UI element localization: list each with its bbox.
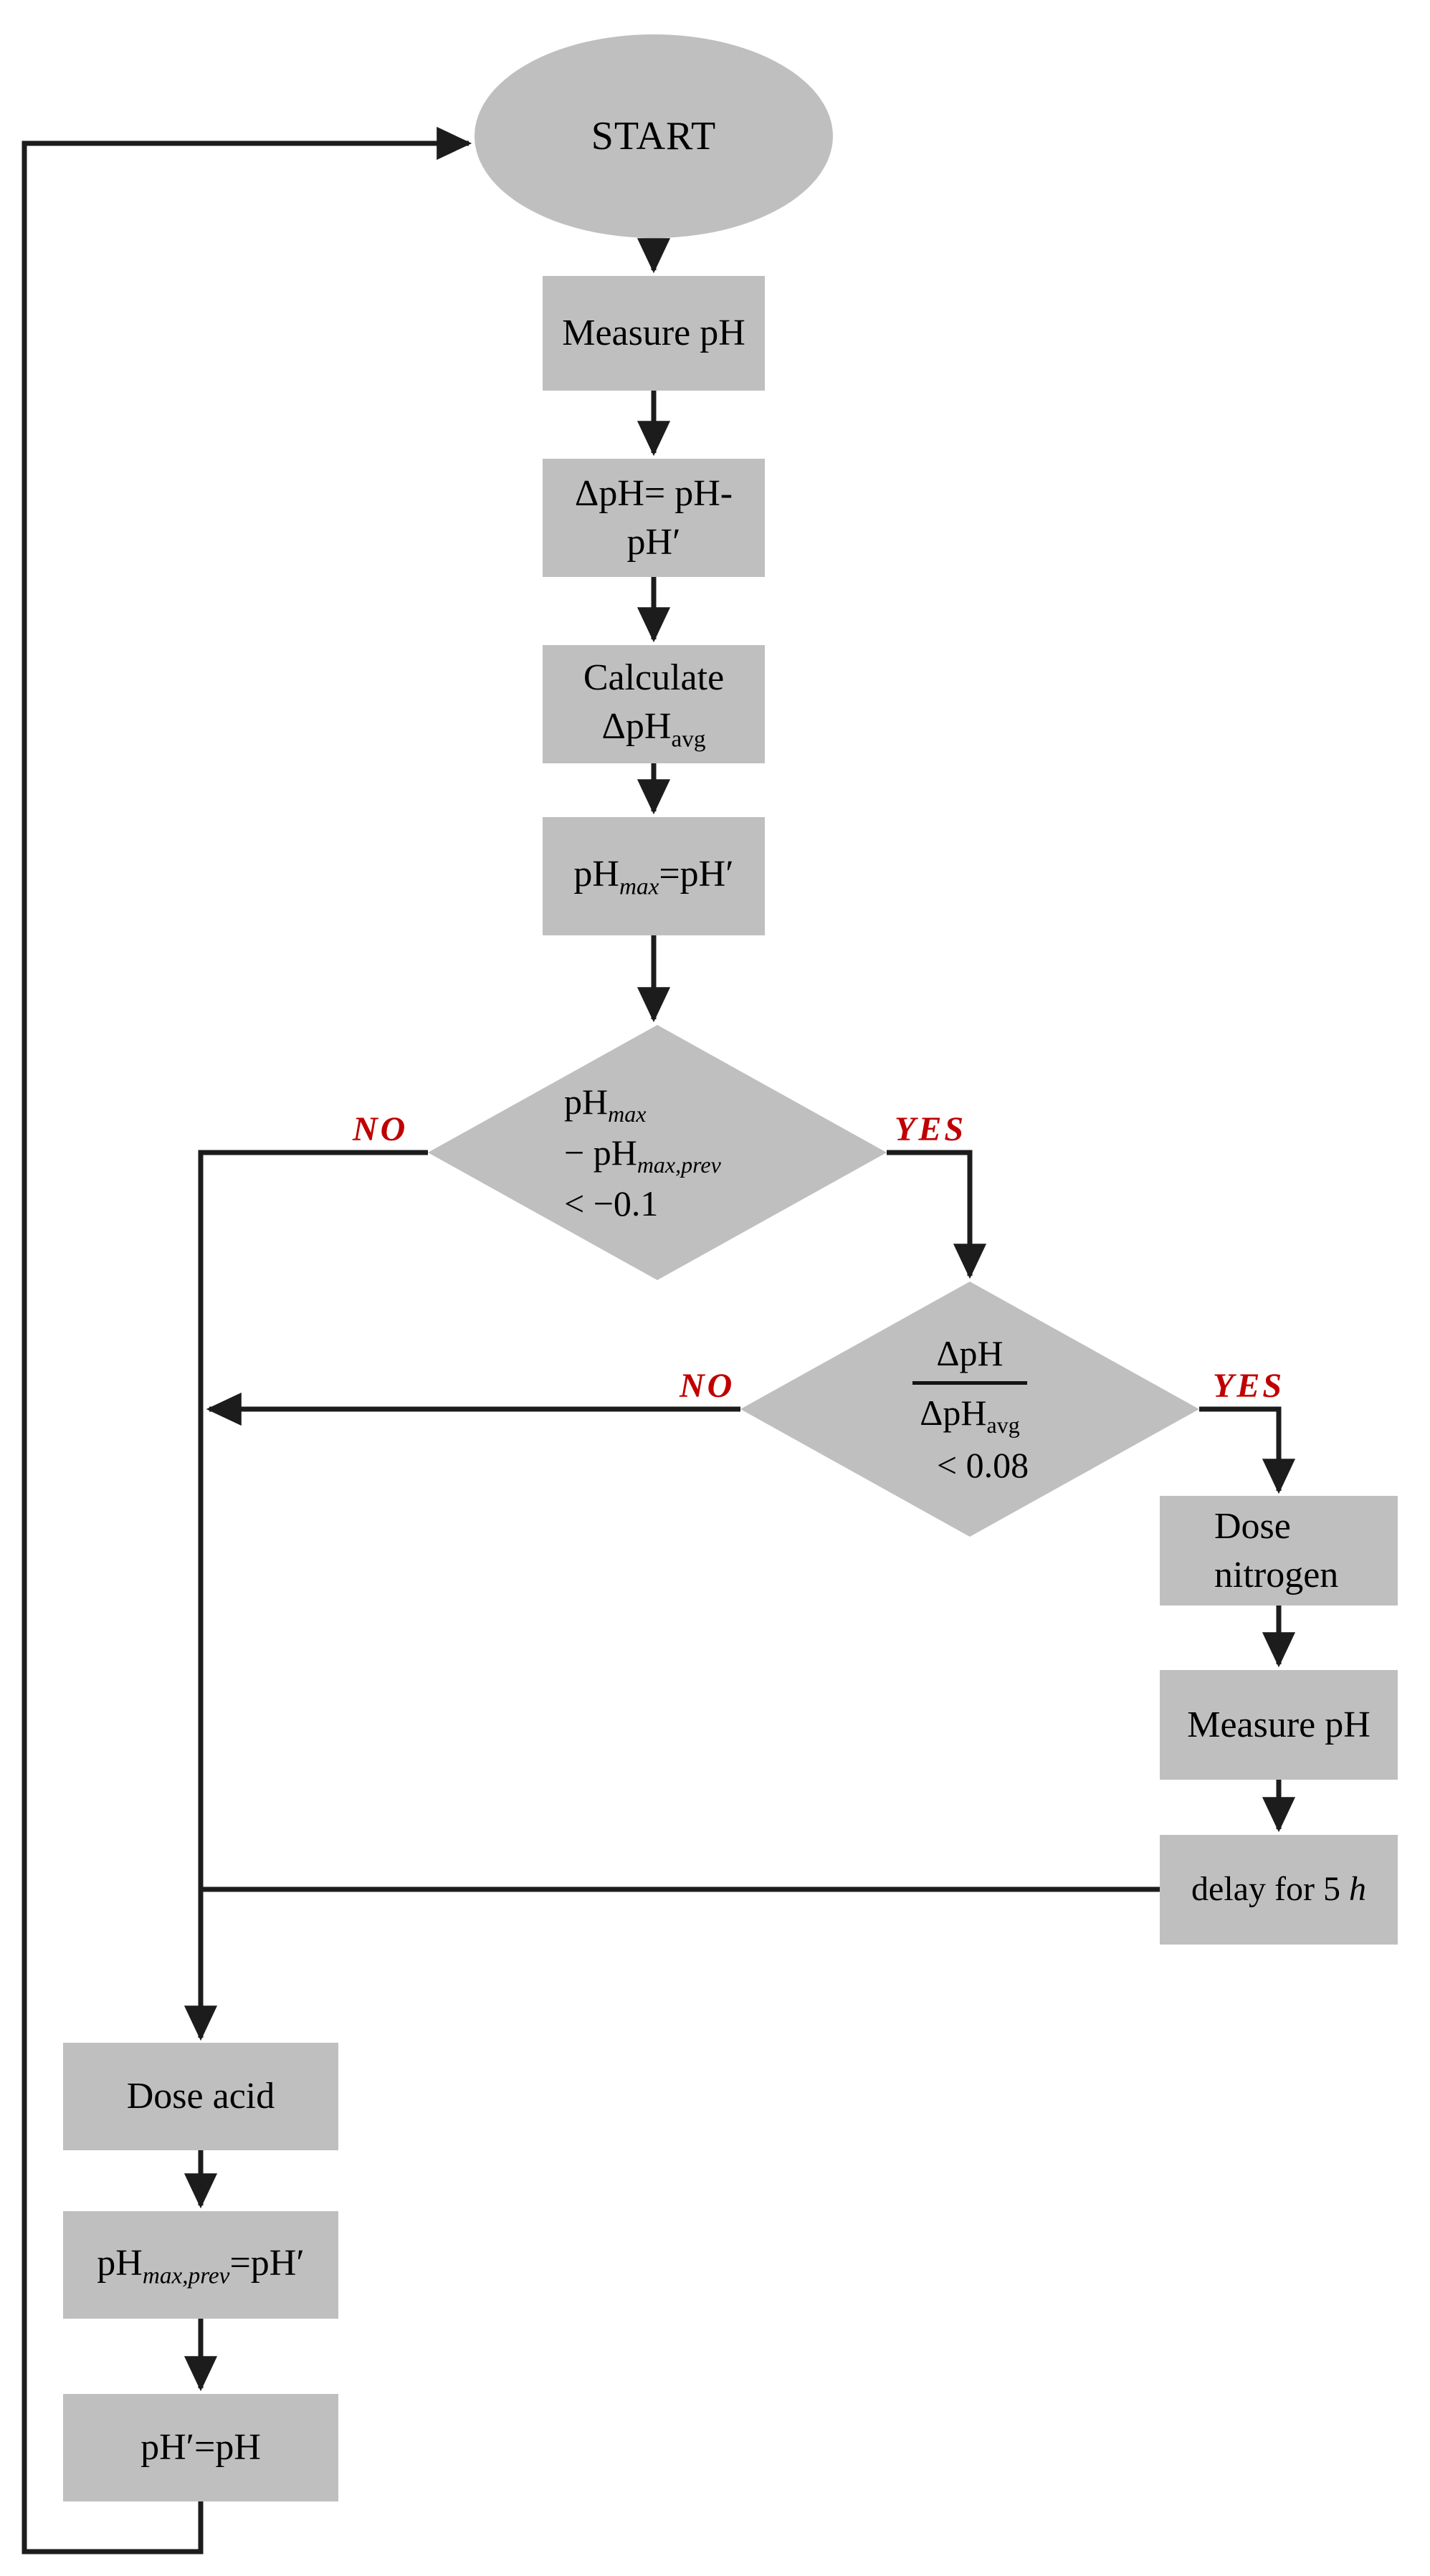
process-measure-ph-right-label: Measure pH bbox=[1187, 1704, 1371, 1745]
process-dose-nitrogen: Dose nitrogen bbox=[1160, 1496, 1398, 1606]
process-calc-base: ΔpH bbox=[601, 705, 672, 747]
edge-decision1-yes bbox=[887, 1150, 987, 1279]
decision2-fraction: ΔpH ΔpHavg bbox=[912, 1330, 1027, 1440]
process-measure-ph-top-label: Measure pH bbox=[562, 313, 745, 354]
dose-nitrogen-line2: nitrogen bbox=[1214, 1554, 1339, 1595]
decision2-numerator: ΔpH bbox=[936, 1332, 1004, 1373]
ph-max-rest: =pH′ bbox=[659, 854, 734, 895]
process-ph-prime-update: pH′=pH bbox=[63, 2394, 338, 2501]
ph-max-prev-base: pH bbox=[97, 2242, 143, 2284]
dose-nitrogen-line1: Dose bbox=[1214, 1505, 1291, 1547]
edge-decision1-no bbox=[183, 1150, 428, 2041]
process-ph-prime-update-label: pH′=pH bbox=[140, 2427, 261, 2468]
decision1-l2-sub: max,prev bbox=[637, 1152, 721, 1178]
process-delay: delay for 5 h bbox=[1160, 1835, 1398, 1945]
decision1-l2-pre: − pH bbox=[564, 1132, 637, 1173]
delay-unit: h bbox=[1348, 1870, 1366, 1909]
decision2-den-base: ΔpH bbox=[920, 1392, 987, 1433]
decision2-condition: < 0.08 bbox=[936, 1445, 1029, 1486]
decision1-l1-base: pH bbox=[564, 1081, 609, 1122]
ph-max-prev-rest: =pH′ bbox=[229, 2242, 305, 2284]
process-calc-line1: Calculate bbox=[583, 657, 725, 699]
ph-max-prev-sub: max,prev bbox=[142, 2262, 230, 2289]
edge-loop-to-start bbox=[22, 126, 472, 2554]
terminator-start-label: START bbox=[591, 113, 717, 158]
ph-max-sub: max bbox=[619, 873, 659, 900]
delay-text: delay for 5 bbox=[1191, 1870, 1349, 1909]
process-delta-ph-line1: ΔpH= pH- bbox=[574, 472, 733, 514]
ph-max-base: pH bbox=[573, 854, 619, 895]
decision1-no-label: NO bbox=[353, 1110, 409, 1148]
process-ph-max-update: pHmax=pH′ bbox=[543, 817, 765, 935]
process-measure-ph-top: Measure pH bbox=[543, 276, 765, 391]
decision2-no-label: NO bbox=[680, 1367, 735, 1405]
process-delta-ph-line2: pH′ bbox=[626, 521, 681, 563]
edge-decision2-yes bbox=[1199, 1406, 1296, 1494]
decision2-yes-label: YES bbox=[1213, 1367, 1285, 1405]
process-dose-acid-label: Dose acid bbox=[126, 2076, 275, 2117]
process-calc-delta-ph-avg: Calculate ΔpHavg bbox=[543, 645, 765, 763]
decision1-l1-sub: max bbox=[608, 1100, 647, 1127]
decision1-l3: < −0.1 bbox=[564, 1183, 659, 1224]
process-ph-max-prev-update: pHmax,prev=pH′ bbox=[63, 2211, 338, 2319]
decision1-yes-label: YES bbox=[895, 1110, 967, 1148]
decision2-denominator: ΔpHavg bbox=[912, 1380, 1027, 1440]
decision2-den-sub: avg bbox=[986, 1411, 1020, 1438]
terminator-start: START bbox=[475, 34, 833, 238]
process-dose-acid: Dose acid bbox=[63, 2043, 338, 2150]
process-measure-ph-right: Measure pH bbox=[1160, 1670, 1398, 1780]
process-calc-sub: avg bbox=[671, 725, 706, 753]
process-delta-ph: ΔpH= pH- pH′ bbox=[543, 459, 765, 577]
